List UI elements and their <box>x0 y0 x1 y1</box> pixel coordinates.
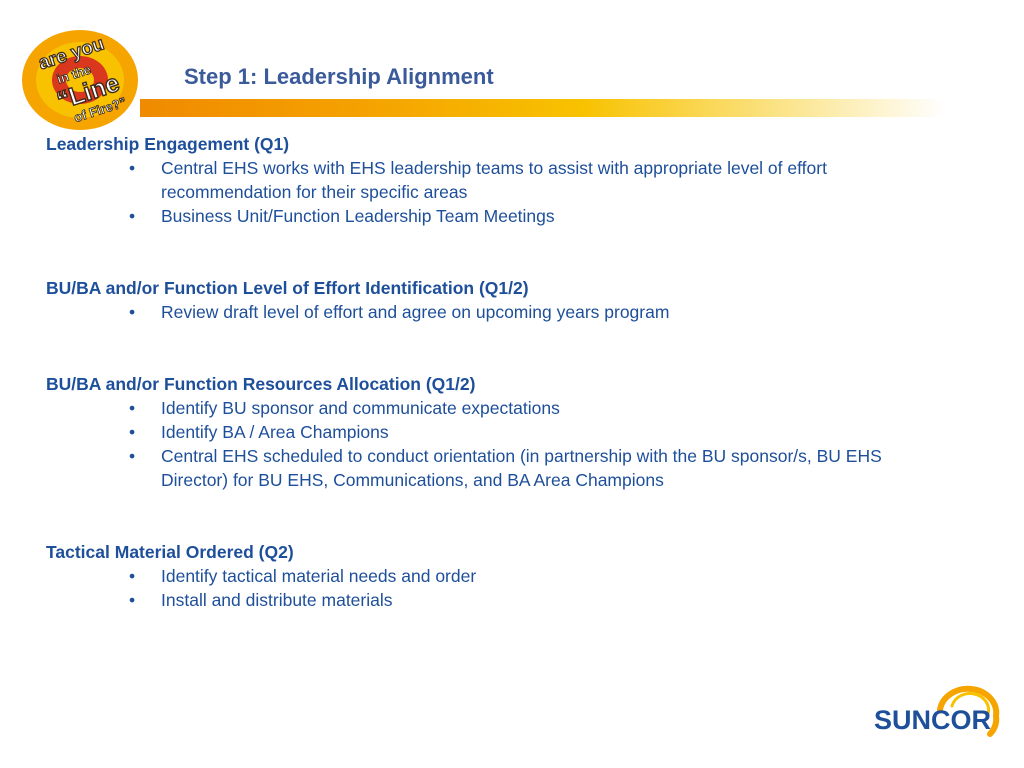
bullet-item: Identify BA / Area Champions <box>46 420 946 444</box>
section-level-of-effort: BU/BA and/or Function Level of Effort Id… <box>46 276 946 324</box>
title-gradient-bar <box>140 99 945 117</box>
section-heading: BU/BA and/or Function Resources Allocati… <box>46 374 476 394</box>
bullet-list: Review draft level of effort and agree o… <box>46 300 946 324</box>
bullet-item: Business Unit/Function Leadership Team M… <box>46 204 946 228</box>
bullet-item: Identify BU sponsor and communicate expe… <box>46 396 946 420</box>
bullet-item: Install and distribute materials <box>46 588 946 612</box>
slide-title: Step 1: Leadership Alignment <box>184 64 494 89</box>
section-resources-allocation: BU/BA and/or Function Resources Allocati… <box>46 372 946 492</box>
sun-arc-icon <box>937 685 1000 737</box>
bullet-item: Identify tactical material needs and ord… <box>46 564 946 588</box>
slide-content: Leadership Engagement (Q1) Central EHS w… <box>46 132 946 612</box>
suncor-wordmark: SUNCOR <box>874 705 991 735</box>
line-of-fire-logo: are you in the “Line of Fire?” <box>22 30 138 130</box>
section-leadership-engagement: Leadership Engagement (Q1) Central EHS w… <box>46 132 946 228</box>
section-heading: Tactical Material Ordered (Q2) <box>46 542 294 562</box>
section-heading: Leadership Engagement (Q1) <box>46 134 290 154</box>
bullet-item: Central EHS works with EHS leadership te… <box>46 156 946 204</box>
suncor-logo: SUNCOR <box>874 685 1000 737</box>
bullet-list: Identify BU sponsor and communicate expe… <box>46 396 946 492</box>
bullet-item: Central EHS scheduled to conduct orienta… <box>46 444 946 492</box>
section-heading: BU/BA and/or Function Level of Effort Id… <box>46 278 529 298</box>
bullet-list: Central EHS works with EHS leadership te… <box>46 156 946 228</box>
bullet-item: Review draft level of effort and agree o… <box>46 300 946 324</box>
section-tactical-material: Tactical Material Ordered (Q2) Identify … <box>46 540 946 612</box>
bullet-list: Identify tactical material needs and ord… <box>46 564 946 612</box>
